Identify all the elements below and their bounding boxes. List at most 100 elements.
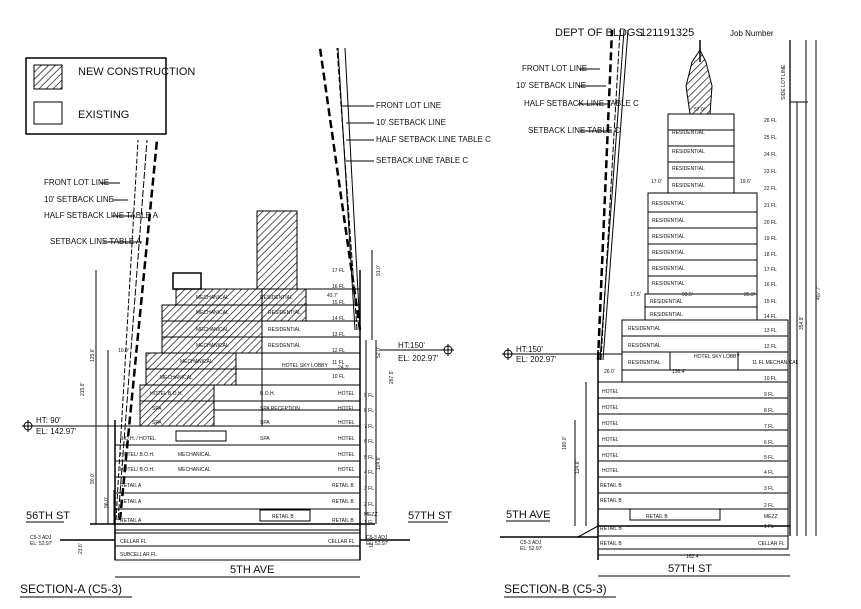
- room-label: MECHANICAL: [178, 467, 211, 473]
- adj-el-left: EL: 52.97': [30, 541, 52, 547]
- front-lot-line-label-b: FRONT LOT LINE: [522, 64, 587, 73]
- room-label: MECHANICAL: [178, 452, 211, 458]
- floor-label: 24 FL: [764, 152, 777, 158]
- rooms-a: RESIDENTIAL RESIDENTIAL RESIDENTIAL RESI…: [120, 295, 355, 558]
- dim-label: 93.5': [682, 292, 693, 298]
- floor-label: 6 FL: [364, 439, 374, 445]
- plane-labels-b: FRONT LOT LINE 10' SETBACK LINE HALF SET…: [516, 64, 639, 135]
- room-label: RETAIL B: [600, 483, 622, 489]
- dim-label: 19.6': [740, 179, 751, 185]
- floor-label: 15 FL: [764, 299, 777, 305]
- section-b-title: SECTION-B (C5-3): [504, 582, 607, 596]
- side-lot-line-label: SIDE LOT LINE: [781, 64, 787, 100]
- setback-table-a-label: SETBACK LINE TABLE A: [50, 237, 142, 246]
- room-label: RETAIL B: [600, 541, 622, 547]
- room-label: MECHANICAL: [196, 310, 229, 316]
- legend: NEW CONSTRUCTION EXISTING: [25, 57, 195, 135]
- room-label: HOTEL/ B.O.H.: [120, 467, 154, 473]
- street-5th-ave-b: 5TH AVE: [506, 509, 550, 521]
- floor-label: 26 FL: [764, 118, 777, 124]
- floor-label: 19 FL: [764, 236, 777, 242]
- room-label: HOTEL B.O.H.: [150, 391, 183, 397]
- floor-label: 16 FL: [332, 284, 345, 290]
- floor-label: 21 FL: [764, 203, 777, 209]
- dim-label: 90.0': [90, 473, 96, 484]
- setback-table-c-label-b: SETBACK LINE TABLE C: [528, 126, 620, 135]
- room-label: RESIDENTIAL: [628, 343, 661, 349]
- legend-new-label: NEW CONSTRUCTION: [78, 66, 195, 78]
- plane-labels-right: FRONT LOT LINE 10' SETBACK LINE HALF SET…: [342, 101, 491, 165]
- room-label: HOTEL SKY LOBBY: [694, 354, 741, 360]
- legend-existing-swatch: [33, 101, 63, 125]
- room-label: HOTEL: [602, 453, 619, 459]
- section-b: DEPT OF BLDGS 121191325 Job Number: [500, 27, 822, 598]
- hotel-block-b: [597, 381, 789, 537]
- dim-label: 17.0': [651, 179, 662, 185]
- floor-label: 12 FL: [332, 348, 345, 354]
- room-label: SPA RECEPTION: [260, 406, 300, 412]
- room-label: HOTEL: [338, 391, 355, 397]
- floor-label: 7 FL: [364, 424, 374, 430]
- room-label: MECHANICAL: [196, 343, 229, 349]
- floor-label: 10 FL: [332, 374, 345, 380]
- dim-label: 57.0': [694, 107, 705, 113]
- new-construction-a: [139, 210, 307, 427]
- floor-label: 25 FL: [764, 135, 777, 141]
- floor-label: 6 FL: [764, 440, 774, 446]
- setback-10-label-b: 10' SETBACK LINE: [516, 81, 586, 90]
- floor-label: 14 FL: [764, 314, 777, 320]
- room-label: HOTEL: [338, 406, 355, 412]
- dim-label: 267.5': [389, 370, 395, 384]
- room-label: RESIDENTIAL: [652, 281, 685, 287]
- room-label: MECHANICAL: [196, 295, 229, 301]
- room-label: RESIDENTIAL: [672, 183, 705, 189]
- dim-label: 26.0': [604, 369, 615, 375]
- adj-label-left: C5-3 ADJ: [30, 535, 52, 541]
- room-label: HOTEL/ B.O.H.: [120, 452, 154, 458]
- room-label: RESIDENTIAL: [652, 250, 685, 256]
- dept-of-bldgs: DEPT OF BLDGS: [555, 27, 643, 39]
- street-56th: 56TH ST: [26, 510, 70, 522]
- street-5th-ave: 5TH AVE: [230, 564, 274, 576]
- ht-b-label: HT:150': [516, 345, 543, 354]
- plane-labels-left: FRONT LOT LINE 10' SETBACK LINE HALF SET…: [44, 178, 159, 246]
- dims-b: 57.0' 17.0' 19.6' 17.5' 93.5' 25.3' 26.0…: [562, 107, 822, 560]
- room-label: RESIDENTIAL: [672, 166, 705, 172]
- legend-existing-label: EXISTING: [78, 109, 129, 121]
- room-label: MECHANICAL: [160, 375, 193, 381]
- dim-label: 43.7': [327, 293, 338, 299]
- front-lot-line-label-r: FRONT LOT LINE: [376, 101, 441, 110]
- adj-el-b: EL: 52.97': [520, 546, 542, 552]
- floor-label: 23 FL: [764, 169, 777, 175]
- dim-label: 24.3': [338, 365, 349, 371]
- room-label: RETAIL B: [600, 498, 622, 504]
- room-label: RESIDENTIAL: [652, 234, 685, 240]
- dim-label: 124.6': [376, 456, 382, 470]
- half-setback-a-label: HALF SETBACK LINE TABLE A: [44, 211, 159, 220]
- rooms-b: RESIDENTIAL RESIDENTIAL RESIDENTIAL RESI…: [600, 130, 741, 547]
- room-label: RESIDENTIAL: [652, 266, 685, 272]
- job-number-value: 121191325: [640, 27, 694, 39]
- floor-label: 18 FL: [764, 252, 777, 258]
- floor-label: 9 FL: [764, 392, 774, 398]
- room-label: SPA: [152, 406, 162, 412]
- room-label: HOTEL: [338, 436, 355, 442]
- floor-label: 3 FL: [764, 486, 774, 492]
- room-label: CELLAR FL: [328, 539, 355, 545]
- floor-label: 22 FL: [764, 186, 777, 192]
- room-label: SUBCELLAR FL: [120, 552, 157, 558]
- el-right-label: EL: 202.97': [398, 354, 439, 363]
- room-label: RESIDENTIAL: [672, 130, 705, 136]
- dim-label: 91.0': [376, 265, 382, 276]
- room-label: RESIDENTIAL: [672, 149, 705, 155]
- room-label: RETAIL B: [272, 514, 294, 520]
- half-setback-c-label: HALF SETBACK LINE TABLE C: [376, 135, 491, 144]
- floor-label: MEZZ: [764, 514, 778, 520]
- room-label: CELLAR FL: [120, 539, 147, 545]
- floor-label: 5 FL: [364, 455, 374, 461]
- room-label: RESIDENTIAL: [650, 312, 683, 318]
- spire: [685, 49, 713, 115]
- dim-label: 52.0': [376, 347, 382, 358]
- floor-label: 11 FL MECHANICAL: [752, 360, 799, 366]
- room-label: RETAIL B: [646, 514, 668, 520]
